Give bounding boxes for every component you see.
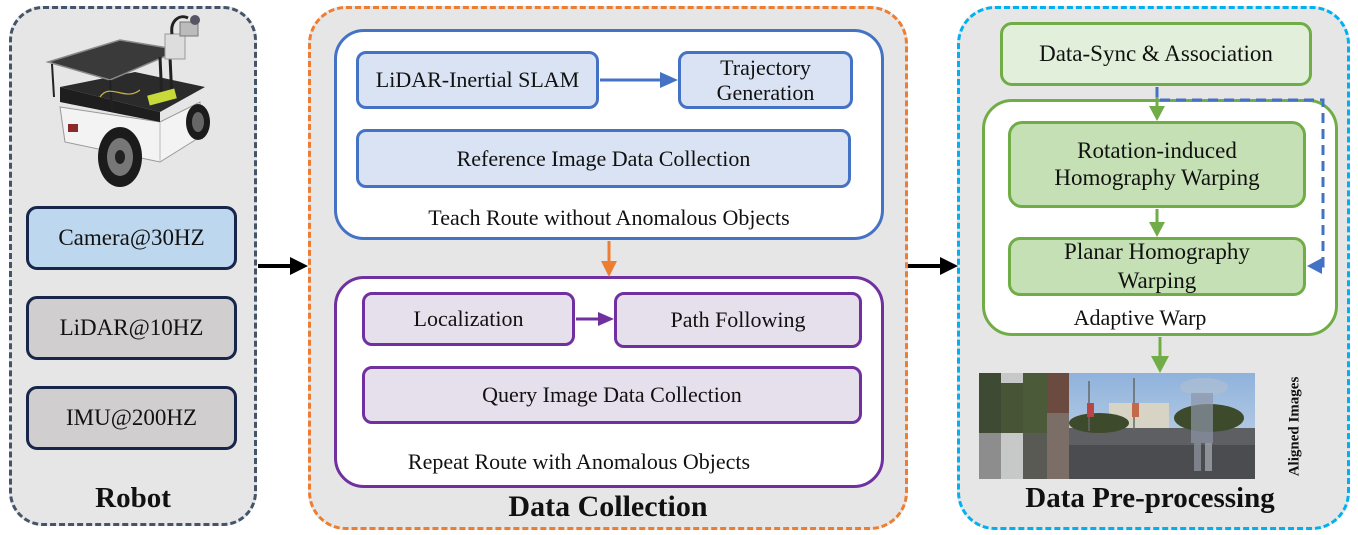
localization-box: Localization — [362, 292, 575, 346]
planar-warp-box: Planar Homography Warping — [1008, 237, 1306, 296]
sensor-camera-label: Camera@30HZ — [58, 224, 205, 250]
arrow-rotation-to-planar — [1149, 209, 1165, 237]
trajectory-box: Trajectory Generation — [678, 51, 853, 109]
path-following-label: Path Following — [670, 307, 806, 333]
robot-title: Robot — [95, 482, 171, 514]
sensor-lidar: LiDAR@10HZ — [26, 296, 237, 360]
arrow-collection-to-preprocessing — [908, 257, 958, 275]
path-following-box: Path Following — [614, 292, 862, 348]
adaptive-warp-caption: Adaptive Warp — [1073, 305, 1207, 330]
arrow-localization-to-path — [576, 312, 614, 326]
query-collection-box: Query Image Data Collection — [362, 366, 862, 424]
rotation-warp-label: Rotation-induced Homography Warping — [1054, 138, 1260, 190]
arrow-teach-to-repeat — [601, 241, 617, 277]
data-collection-title: Data Collection — [508, 490, 708, 523]
data-sync-box: Data-Sync & Association — [1000, 22, 1312, 86]
arrow-robot-to-collection — [258, 257, 308, 275]
arrow-warp-to-images — [1151, 337, 1169, 373]
sensor-lidar-label: LiDAR@10HZ — [59, 314, 204, 340]
reference-collection-box: Reference Image Data Collection — [356, 129, 851, 188]
robot-photo — [45, 15, 210, 187]
preprocessing-title: Data Pre-processing — [1025, 482, 1275, 514]
sensor-camera: Camera@30HZ — [26, 206, 237, 270]
planar-warp-label: Planar Homography Warping — [1064, 238, 1250, 293]
sensor-imu-label: IMU@200HZ — [65, 404, 198, 430]
arrow-slam-to-trajectory — [600, 72, 678, 88]
localization-label: Localization — [413, 306, 524, 332]
reference-collection-label: Reference Image Data Collection — [456, 145, 751, 171]
data-sync-label: Data-Sync & Association — [1039, 40, 1273, 66]
teach-route-caption: Teach Route without Anomalous Objects — [428, 205, 790, 230]
slam-box: LiDAR-Inertial SLAM — [356, 51, 599, 109]
slam-label: LiDAR-Inertial SLAM — [375, 67, 580, 93]
aligned-images-photo — [979, 373, 1255, 479]
rotation-warp-box: Rotation-induced Homography Warping — [1008, 121, 1306, 208]
query-collection-label: Query Image Data Collection — [482, 382, 742, 408]
arrow-sync-bypass-to-planar — [1155, 87, 1325, 274]
sensor-imu: IMU@200HZ — [26, 386, 237, 450]
repeat-route-caption: Repeat Route with Anomalous Objects — [407, 449, 751, 474]
trajectory-label: Trajectory Generation — [716, 54, 815, 105]
